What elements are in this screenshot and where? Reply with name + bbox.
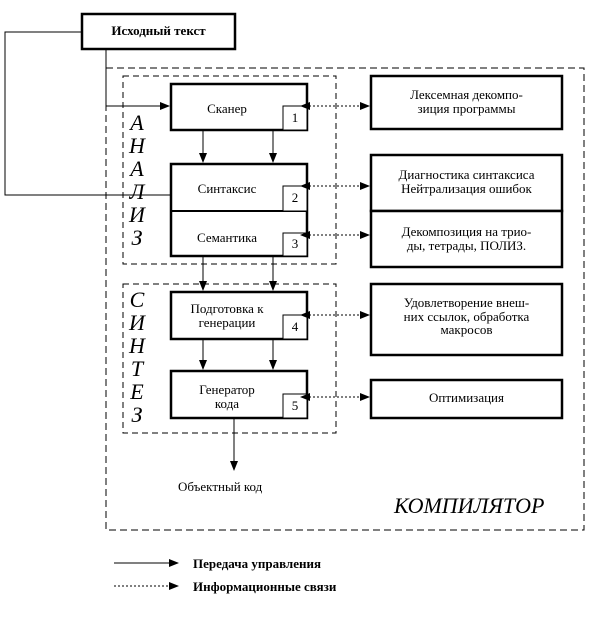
number-1: 1 xyxy=(291,110,299,125)
info-line: зиция программы xyxy=(417,100,516,116)
synthesis-letter: С xyxy=(129,287,145,312)
synthesis-letter: З xyxy=(131,402,143,427)
info-box-lexeme xyxy=(369,74,564,131)
synthesis-letter: И xyxy=(129,310,145,335)
scanner-label: Сканер xyxy=(207,101,247,116)
prep-generation-label: Подготовка к генерации xyxy=(171,302,283,329)
info-external-links-text: Удовлетворение внеш- них ссылок, обработ… xyxy=(371,296,562,337)
analysis-letter: Л xyxy=(129,179,145,204)
source-text-box xyxy=(80,12,237,51)
info-line: Удовлетворение внеш- xyxy=(403,295,530,310)
number-3: 3 xyxy=(291,236,299,251)
info-semantics-text: Декомпозиция на трио- ды, тетрады, ПОЛИЗ… xyxy=(371,225,562,252)
number-box-5 xyxy=(282,393,308,419)
legend-info-label: Информационные связи xyxy=(193,579,337,594)
object-code-label: Объектный код xyxy=(178,479,263,494)
source-to-scanner-arrow xyxy=(105,49,170,110)
info-line: Диагностика синтаксиса xyxy=(398,167,535,182)
prep-generation-line: генерации xyxy=(198,314,256,330)
synthesis-letter: Н xyxy=(129,333,145,358)
number-4: 4 xyxy=(291,319,299,334)
prep-generation-line: Подготовка к xyxy=(190,301,264,316)
code-generator-label: Генератор кода xyxy=(171,383,283,410)
info-line: ды, тетрады, ПОЛИЗ. xyxy=(406,237,527,253)
source-to-syntax-loop xyxy=(4,31,171,196)
info-optimization-text: Оптимизация xyxy=(429,390,504,405)
number-5: 5 xyxy=(291,398,299,413)
synthesis-letter: Т xyxy=(130,356,144,381)
code-generator-line: кода xyxy=(214,395,240,411)
info-line: Нейтрализация ошибок xyxy=(401,180,532,196)
source-text-label: Исходный текст xyxy=(111,23,206,38)
number-2: 2 xyxy=(291,190,299,205)
analysis-letter: Н xyxy=(129,133,145,158)
info-box-optimization xyxy=(369,378,564,420)
analysis-letter: И xyxy=(129,202,145,227)
synthesis-letter: Е xyxy=(130,379,144,404)
compiler-label: КОМПИЛЯТОР xyxy=(394,493,545,518)
analysis-letter: З xyxy=(131,225,143,250)
code-generator-line: Генератор xyxy=(199,382,255,397)
syntax-label: Синтаксис xyxy=(197,181,257,196)
info-box-external-links xyxy=(369,282,564,357)
info-line: Декомпозиция на трио- xyxy=(401,224,532,239)
analysis-letter: А xyxy=(130,110,144,135)
info-line: макросов xyxy=(440,322,493,338)
info-box-semantics xyxy=(369,209,564,269)
compiler-frame xyxy=(105,67,585,531)
number-box-4 xyxy=(282,314,308,340)
analysis-letter: А xyxy=(130,156,144,181)
legend-control-label: Передача управления xyxy=(193,556,321,571)
number-box-2 xyxy=(282,185,308,212)
info-line: Лексемная декомпо- xyxy=(410,87,523,102)
analysis-label: А Н А Л И З xyxy=(125,111,149,249)
synthesis-label: С И Н Т Е З xyxy=(125,288,149,426)
info-line: них ссылок, обработка xyxy=(403,308,530,324)
number-box-1 xyxy=(282,105,308,131)
semantics-label: Семантика xyxy=(197,230,257,245)
info-syntax-text: Диагностика синтаксиса Нейтрализация оши… xyxy=(371,168,562,195)
info-lexeme-text: Лексемная декомпо- зиция программы xyxy=(371,88,562,115)
